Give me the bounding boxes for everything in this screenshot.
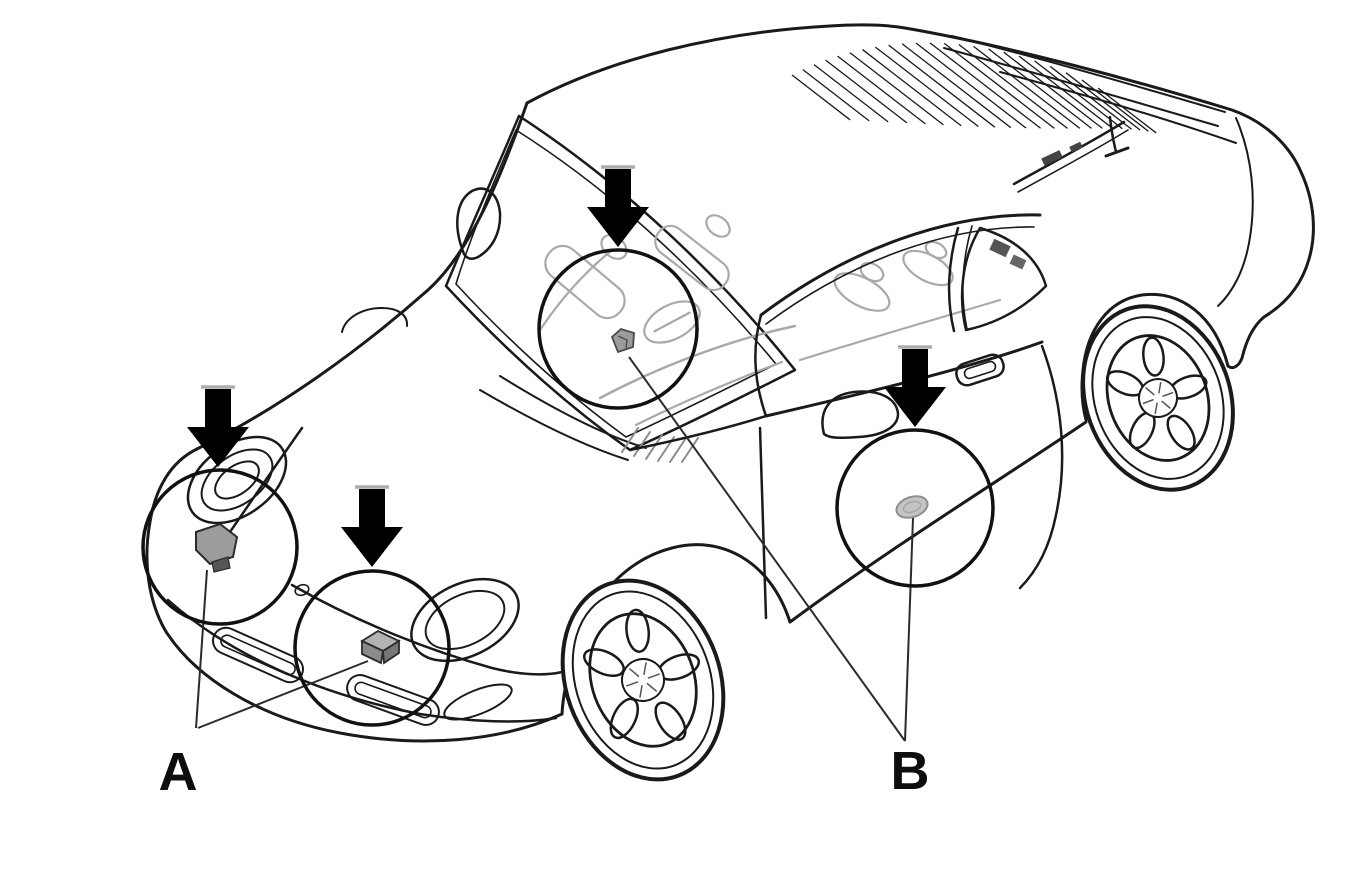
car-line-art: [145, 23, 1315, 782]
sensor-front-bumper: [360, 629, 401, 665]
leader-line-b-3: [904, 517, 914, 742]
cabin-dashboard-sensor-callout: [537, 248, 699, 410]
leader-line-layer: [195, 356, 914, 742]
door-side-sensor-callout: [835, 428, 995, 588]
down-arrow-icon-a: [341, 489, 403, 567]
label-layer: A B: [159, 741, 930, 802]
sunroof-hatch-stripes: [791, 42, 1157, 134]
location-arrow-layer: [187, 165, 946, 567]
label-b: B: [891, 741, 930, 801]
right-mirror: [821, 390, 900, 440]
front-wheel: [560, 578, 726, 782]
side-glass-and-door: [341, 187, 1064, 620]
callout-layer: [141, 248, 995, 727]
headlight-area-sensor-callout: [141, 468, 299, 626]
label-a: A: [159, 742, 198, 802]
down-arrow-icon-b: [884, 349, 946, 427]
wheels: [560, 304, 1235, 782]
left-mirror: [456, 187, 502, 260]
front-bumper-sensor-callout: [293, 569, 451, 727]
down-arrow-icon-b: [587, 169, 649, 247]
sensor-components: [195, 327, 929, 665]
down-arrow-icon-a: [187, 389, 249, 467]
body-outline: [145, 23, 1315, 743]
cowl-vent-hatch: [621, 427, 699, 463]
sensor-cabin-dashboard: [610, 327, 635, 354]
rear-deck-details: [943, 35, 1237, 193]
sensor-door-side: [895, 495, 929, 519]
door-handle: [955, 353, 1005, 387]
cabin-interior-details: [538, 214, 1027, 427]
leader-line-b-2: [628, 356, 906, 742]
leader-line-a-0: [195, 569, 208, 729]
rear-wheel: [1081, 304, 1235, 492]
leader-line-a-1: [197, 660, 369, 729]
sensor-headlight-area: [195, 522, 239, 573]
